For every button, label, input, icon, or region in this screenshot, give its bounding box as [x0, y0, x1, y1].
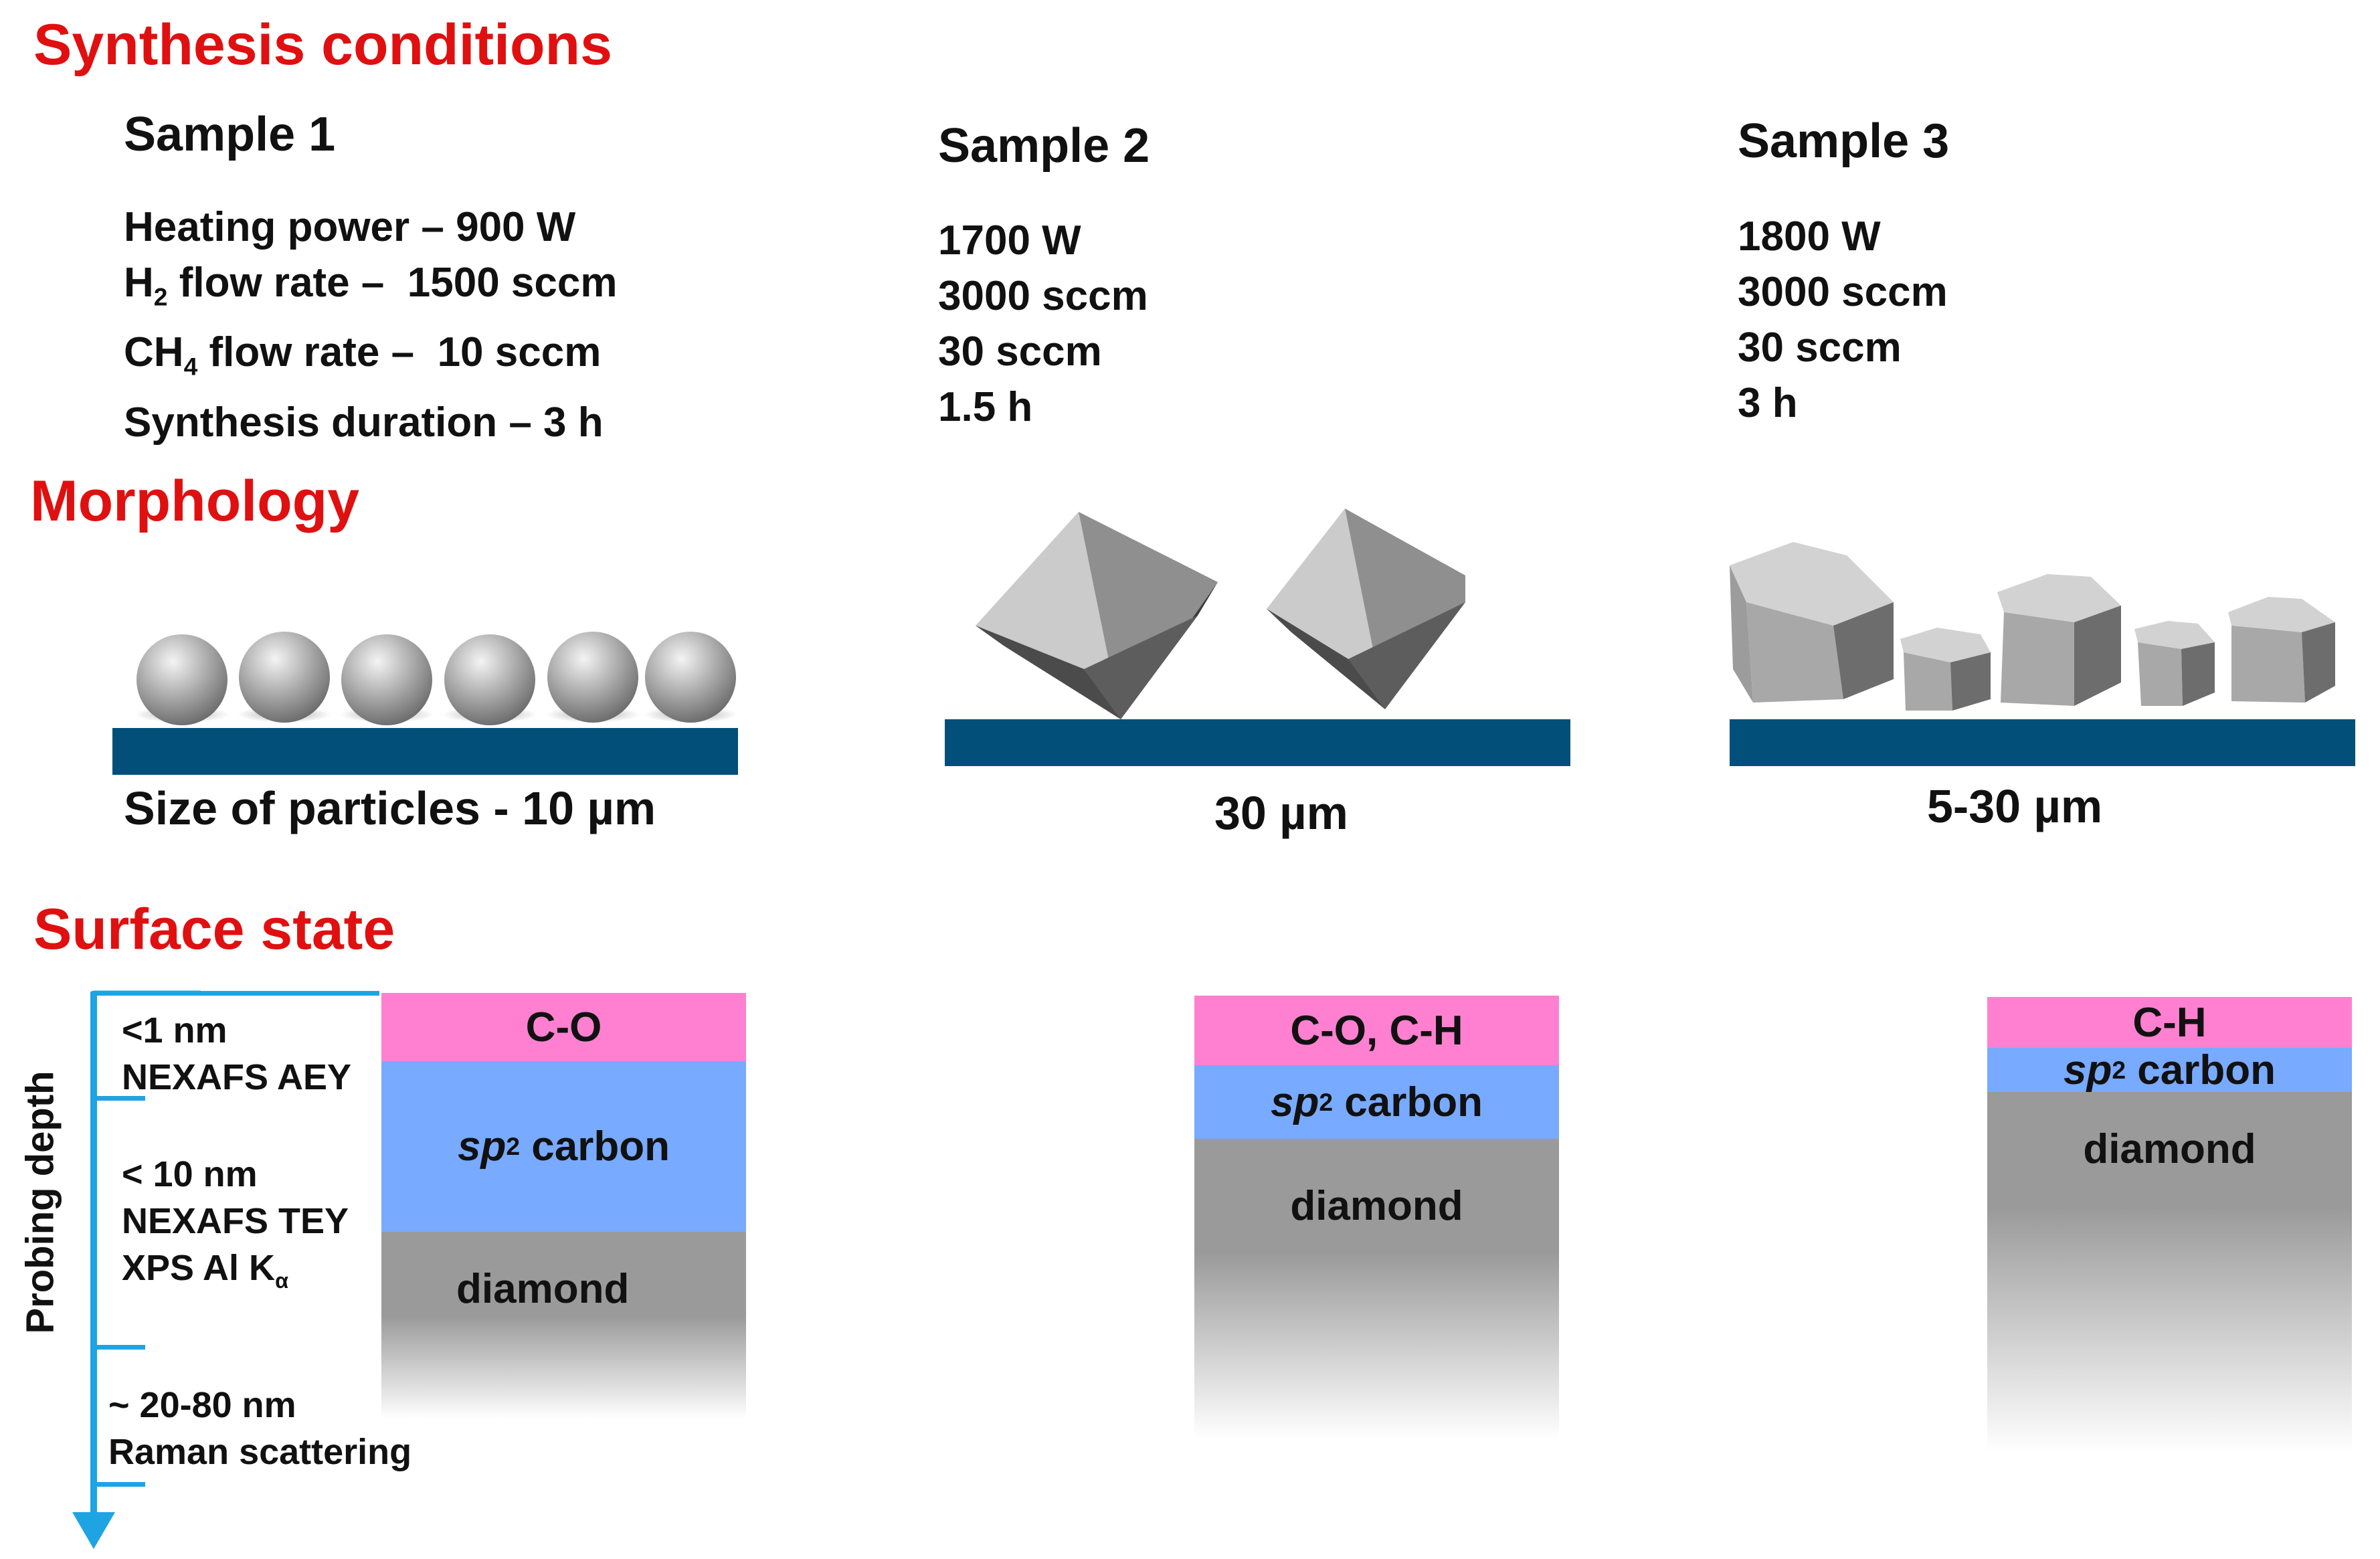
condition-power: 1700 W [938, 217, 1081, 264]
layer-top: C-O, C-H [1194, 996, 1559, 1065]
h2-label: H [124, 260, 154, 306]
particle-sphere [444, 634, 535, 725]
particle-sphere [341, 634, 432, 725]
sp2-text: carbon [520, 1123, 670, 1170]
probe-tick-10nm [92, 1345, 145, 1350]
sp2-text: carbon [2126, 1046, 2276, 1093]
sp2-superscript: 2 [1319, 1087, 1334, 1116]
probe-method-2b: XPS Al Kα [122, 1245, 349, 1304]
probe-depth-1: <1 nm [122, 1010, 227, 1050]
ch4-value: flow rate – 10 sccm [197, 329, 602, 376]
xps-subscript: α [275, 1268, 288, 1293]
sample-1-size-label: Size of particles - 10 µm [124, 782, 656, 834]
xps-label: XPS Al K [122, 1248, 276, 1288]
sp2-italic: sp [458, 1123, 507, 1170]
sample-3-size-label: 5-30 µm [1927, 780, 2103, 832]
layer-diamond: diamond [1194, 1139, 1559, 1439]
sp2-superscript: 2 [506, 1132, 521, 1160]
h2-value: flow rate – 1500 sccm [167, 260, 618, 306]
h2-subscript: 2 [153, 282, 168, 311]
sample-1-substrate [112, 728, 738, 775]
sample-2-conditions: 1700 W 3000 sccm 30 sccm 1.5 h [938, 213, 1148, 435]
sample-3-title: Sample 3 [1738, 114, 1950, 168]
condition-ch4-flow: 30 sccm [938, 329, 1102, 375]
particle-crystal [1900, 628, 1991, 711]
probe-tick-1nm [92, 1096, 145, 1101]
sample-3-substrate [1730, 719, 2355, 766]
condition-duration: Synthesis duration – 3 h [124, 399, 604, 446]
sample-2-octahedra [976, 509, 1465, 719]
condition-h2-flow: H2 flow rate – 1500 sccm [124, 255, 618, 325]
condition-heating-power: Heating power – 900 W [124, 204, 576, 250]
particle-crystal [2134, 621, 2215, 706]
layer-top: C-O [381, 993, 746, 1061]
condition-duration: 3 h [1738, 380, 1798, 426]
condition-ch4-flow: CH4 flow rate – 10 sccm [124, 325, 618, 394]
ch4-subscript: 4 [183, 352, 198, 381]
ch4-label: CH [124, 329, 184, 376]
probe-tick-surface [92, 991, 379, 996]
probe-level-2: < 10 nm NEXAFS TEY XPS Al Kα [122, 1151, 349, 1304]
particle-crystal [2228, 597, 2335, 703]
particle-crystal [1730, 542, 1894, 703]
particle-octahedron [976, 512, 1218, 719]
sp2-italic: sp [2064, 1046, 2112, 1093]
condition-power: 1800 W [1738, 213, 1881, 260]
probe-depth-2: < 10 nm [122, 1154, 258, 1194]
layer-diamond: diamond [1987, 1092, 2352, 1452]
probe-level-1: <1 nm NEXAFS AEY [122, 1007, 351, 1101]
condition-h2-flow: 3000 sccm [1738, 269, 1948, 315]
particle-sphere [239, 632, 330, 723]
sample-3-crystals [1730, 542, 2335, 711]
probing-depth-label: Probing depth [18, 1071, 62, 1334]
probe-level-3: ~ 20-80 nm Raman scattering [108, 1382, 411, 1475]
sample-1-title: Sample 1 [124, 108, 336, 161]
morphology-illustrations [135, 509, 2335, 725]
sp2-text: carbon [1333, 1079, 1483, 1125]
condition-ch4-flow: 30 sccm [1738, 325, 1902, 371]
sample-2-title: Sample 2 [938, 119, 1150, 173]
layer-diamond: diamond [381, 1232, 746, 1419]
probe-depth-3: ~ 20-80 nm [108, 1385, 296, 1425]
probe-method-1: NEXAFS AEY [122, 1057, 352, 1097]
probe-tick-80nm [92, 1482, 145, 1487]
particle-octahedron [1267, 509, 1465, 709]
particle-crystal [1997, 574, 2121, 706]
sp2-italic: sp [1271, 1079, 1319, 1125]
sp2-superscript: 2 [2112, 1055, 2126, 1084]
particle-sphere [547, 632, 638, 723]
condition-duration: 1.5 h [938, 384, 1033, 430]
section-title-morphology: Morphology [30, 469, 360, 533]
sample-1-conditions: Heating power – 900 W H2 flow rate – 150… [124, 199, 618, 450]
section-title-surface: Surface state [33, 897, 395, 961]
layer-top: C-H [1987, 997, 2352, 1048]
sample-1-spheres [135, 632, 737, 725]
sample-2-substrate [945, 719, 1570, 766]
sample-3-conditions: 1800 W 3000 sccm 30 sccm 3 h [1738, 209, 1948, 431]
probe-method-2a: NEXAFS TEY [122, 1201, 349, 1241]
section-title-synthesis: Synthesis conditions [33, 13, 612, 77]
particle-sphere [645, 632, 736, 723]
particle-sphere [136, 634, 227, 725]
condition-h2-flow: 3000 sccm [938, 273, 1148, 319]
sample-2-size-label: 30 µm [1214, 787, 1348, 839]
probe-method-3: Raman scattering [108, 1432, 412, 1472]
